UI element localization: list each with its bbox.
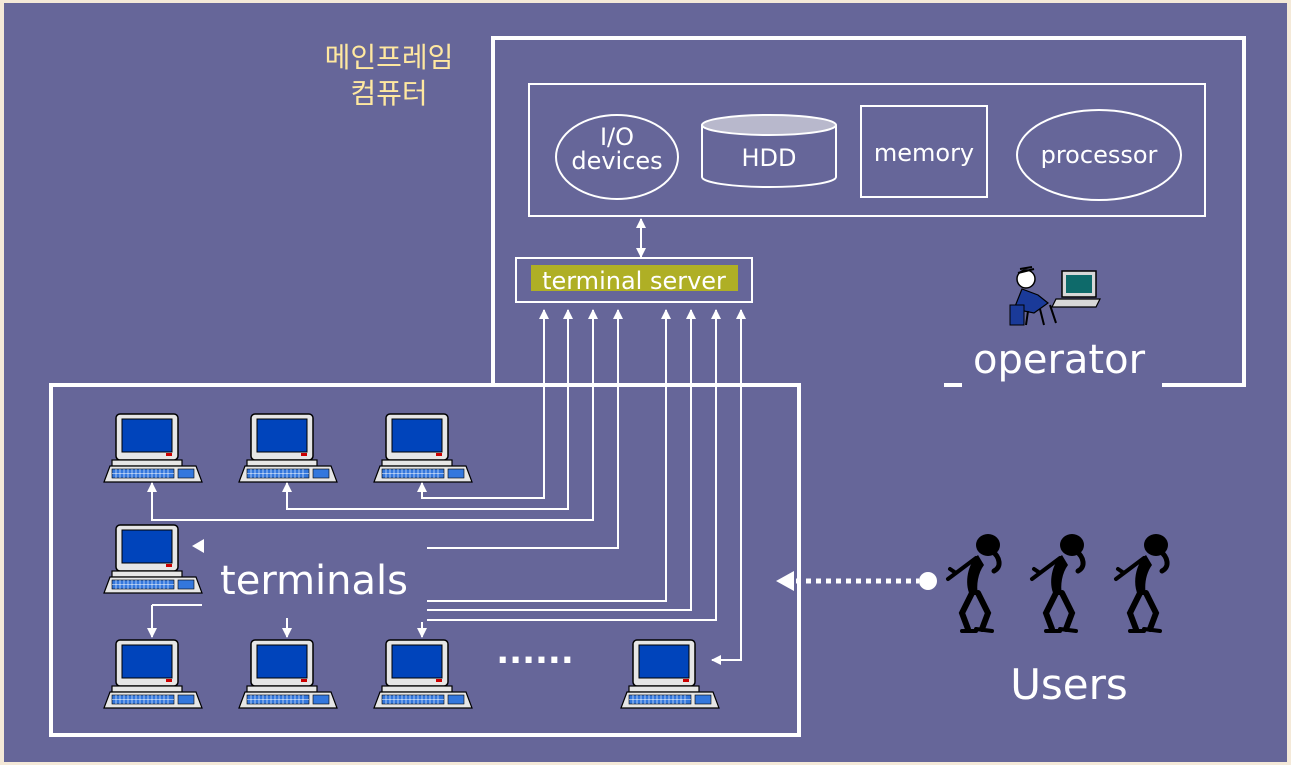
user-figure-3 xyxy=(1116,534,1168,631)
terminal-pc-1 xyxy=(103,413,203,483)
terminal-pc-6 xyxy=(238,639,338,709)
processor-label: processor xyxy=(1041,141,1158,169)
io-label-line1: I/O xyxy=(600,123,634,151)
mainframe-label-line1: 메인프레임 xyxy=(325,41,454,74)
user-figure-2 xyxy=(1032,534,1084,631)
connection-lines xyxy=(147,309,746,665)
users-label: Users xyxy=(1010,660,1128,709)
io-label-line2: devices xyxy=(571,147,662,175)
terminal-server-box xyxy=(515,257,753,303)
terminal-arrow-head xyxy=(192,539,204,553)
mainframe-label-line2: 컴퓨터 xyxy=(350,77,427,110)
components-box xyxy=(528,83,1206,217)
terminal-pc-2 xyxy=(238,413,338,483)
terminals-frame xyxy=(49,383,801,737)
user-figure-1 xyxy=(948,534,1000,631)
terminals-label: terminals xyxy=(220,558,408,604)
processor-ellipse xyxy=(1016,109,1182,201)
memory-label: memory xyxy=(874,139,974,167)
io-devices-ellipse xyxy=(555,114,679,200)
terminal-server-highlight xyxy=(531,265,738,291)
terminal-pc-3 xyxy=(373,413,473,483)
terminal-pc-5 xyxy=(103,639,203,709)
terminal-pc-8 xyxy=(620,639,720,709)
terminals-ellipsis: ...... xyxy=(496,632,574,672)
hdd-label: HDD xyxy=(741,144,796,172)
diagram-svg: 메인프레임 컴퓨터 I/O devices HDD memory process… xyxy=(49,36,1246,737)
mainframe-frame xyxy=(491,36,1246,387)
users-access-arrow xyxy=(776,571,937,591)
operator-icon xyxy=(1009,266,1101,326)
diagram-canvas: 메인프레임 컴퓨터 I/O devices HDD memory process… xyxy=(4,3,1287,762)
terminal-server-label: terminal server xyxy=(542,267,726,295)
operator-label: operator xyxy=(973,337,1146,383)
memory-box xyxy=(860,105,988,198)
terminal-pc-4 xyxy=(103,524,203,594)
terminal-pc-7 xyxy=(373,639,473,709)
hdd-cylinder xyxy=(701,114,837,188)
